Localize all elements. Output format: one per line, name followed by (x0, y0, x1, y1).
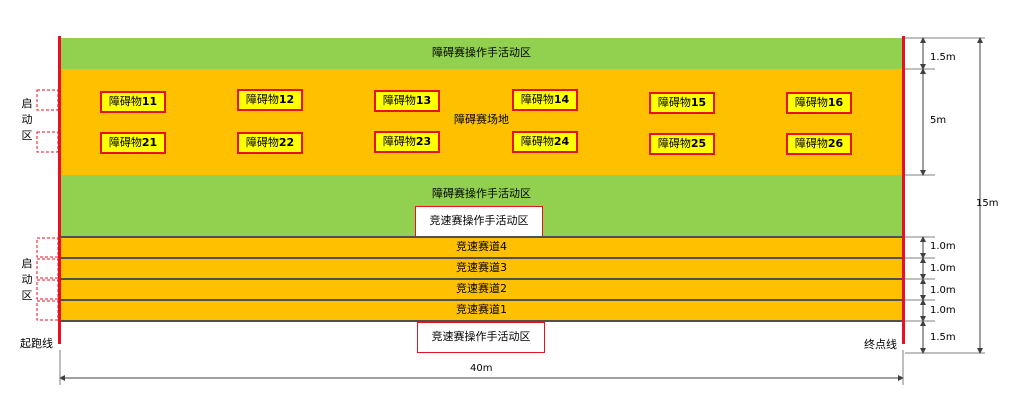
speed-operator-area-top: 竞速赛操作手活动区 (415, 206, 543, 237)
obstacle-21: 障碍物21 (100, 132, 166, 154)
obstacle-number: 12 (278, 93, 295, 106)
obstacle-number: 16 (827, 96, 844, 109)
obstacle-11: 障碍物11 (100, 91, 166, 113)
obstacle-prefix: 障碍物 (657, 137, 691, 150)
start-zone-char: 动 (21, 273, 33, 286)
obstacle-number: 23 (415, 135, 432, 148)
obstacle-prefix: 障碍物 (108, 95, 142, 108)
dim-bottom-band: 1.5m (930, 332, 956, 343)
lane-divider (60, 236, 903, 238)
dimension-arrows (59, 37, 983, 381)
start-zone-char: 动 (21, 113, 33, 126)
obstacle-prefix: 障碍物 (245, 136, 279, 149)
finish-line-marker (902, 36, 905, 344)
obstacle-13: 障碍物13 (374, 90, 440, 112)
lane-divider (60, 278, 903, 280)
start-zone-top-outline (36, 89, 59, 153)
obstacle-prefix: 障碍物 (382, 94, 416, 107)
top-operator-area-label: 障碍赛操作手活动区 (432, 46, 531, 59)
obstacle-16: 障碍物16 (786, 92, 852, 114)
lane-divider (60, 257, 903, 259)
top-operator-area: 障碍赛操作手活动区 (60, 38, 903, 69)
obstacle-prefix: 障碍物 (657, 96, 691, 109)
obstacle-prefix: 障碍物 (245, 93, 279, 106)
lane-1-label: 竞速赛道1 (456, 303, 507, 316)
dim-obstacle-field: 5m (930, 115, 947, 126)
obstacle-14: 障碍物14 (512, 89, 578, 111)
obstacle-number: 15 (690, 96, 707, 109)
lane-divider (60, 320, 903, 322)
start-zone-char: 区 (21, 289, 33, 302)
obstacle-prefix: 障碍物 (794, 137, 828, 150)
middle-operator-area-label: 障碍赛操作手活动区 (432, 187, 531, 200)
bottom-extension-lines (59, 350, 904, 385)
dim-total-height: 15m (976, 198, 999, 209)
dim-lane-2: 1.0m (930, 285, 956, 296)
lane-3-label: 竞速赛道3 (456, 261, 507, 274)
dim-lane-1: 1.0m (930, 305, 956, 316)
obstacle-26: 障碍物26 (786, 133, 852, 155)
dim-top-band: 1.5m (930, 52, 956, 63)
obstacle-23: 障碍物23 (374, 131, 440, 153)
start-zone-char: 启 (21, 257, 33, 270)
obstacle-15: 障碍物15 (649, 92, 715, 114)
dim-lane-3: 1.0m (930, 263, 956, 274)
obstacle-prefix: 障碍物 (520, 93, 554, 106)
start-zone-top-label: 启 动 区 (20, 96, 34, 144)
obstacle-24: 障碍物24 (512, 131, 578, 153)
finish-line-label: 终点线 (864, 338, 897, 351)
speed-operator-area-bottom: 竞速赛操作手活动区 (417, 322, 545, 353)
obstacle-prefix: 障碍物 (794, 96, 828, 109)
lane-2-label: 竞速赛道2 (456, 282, 507, 295)
start-zone-char: 区 (21, 129, 33, 142)
obstacle-number: 24 (553, 135, 570, 148)
obstacle-12: 障碍物12 (237, 89, 303, 111)
start-zone-char: 启 (21, 97, 33, 110)
start-zone-bottom-label: 启 动 区 (20, 256, 34, 304)
lane-4-label: 竞速赛道4 (456, 240, 507, 253)
obstacle-field: 障碍赛场地 (60, 69, 903, 175)
start-line-marker (58, 36, 61, 344)
obstacle-prefix: 障碍物 (520, 135, 554, 148)
obstacle-number: 25 (690, 137, 707, 150)
obstacle-25: 障碍物25 (649, 133, 715, 155)
obstacle-number: 13 (415, 94, 432, 107)
obstacle-field-label: 障碍赛场地 (454, 113, 509, 126)
dim-total-width: 40m (470, 363, 493, 374)
obstacle-number: 26 (827, 137, 844, 150)
lane-divider (60, 299, 903, 301)
obstacle-prefix: 障碍物 (382, 135, 416, 148)
obstacle-number: 21 (141, 136, 158, 149)
start-line-label: 起跑线 (20, 337, 53, 350)
obstacle-number: 22 (278, 136, 295, 149)
start-zone-bottom-outline (36, 237, 59, 321)
obstacle-number: 14 (553, 93, 570, 106)
obstacle-number: 11 (141, 95, 158, 108)
dim-lane-4: 1.0m (930, 241, 956, 252)
obstacle-22: 障碍物22 (237, 132, 303, 154)
obstacle-prefix: 障碍物 (108, 136, 142, 149)
